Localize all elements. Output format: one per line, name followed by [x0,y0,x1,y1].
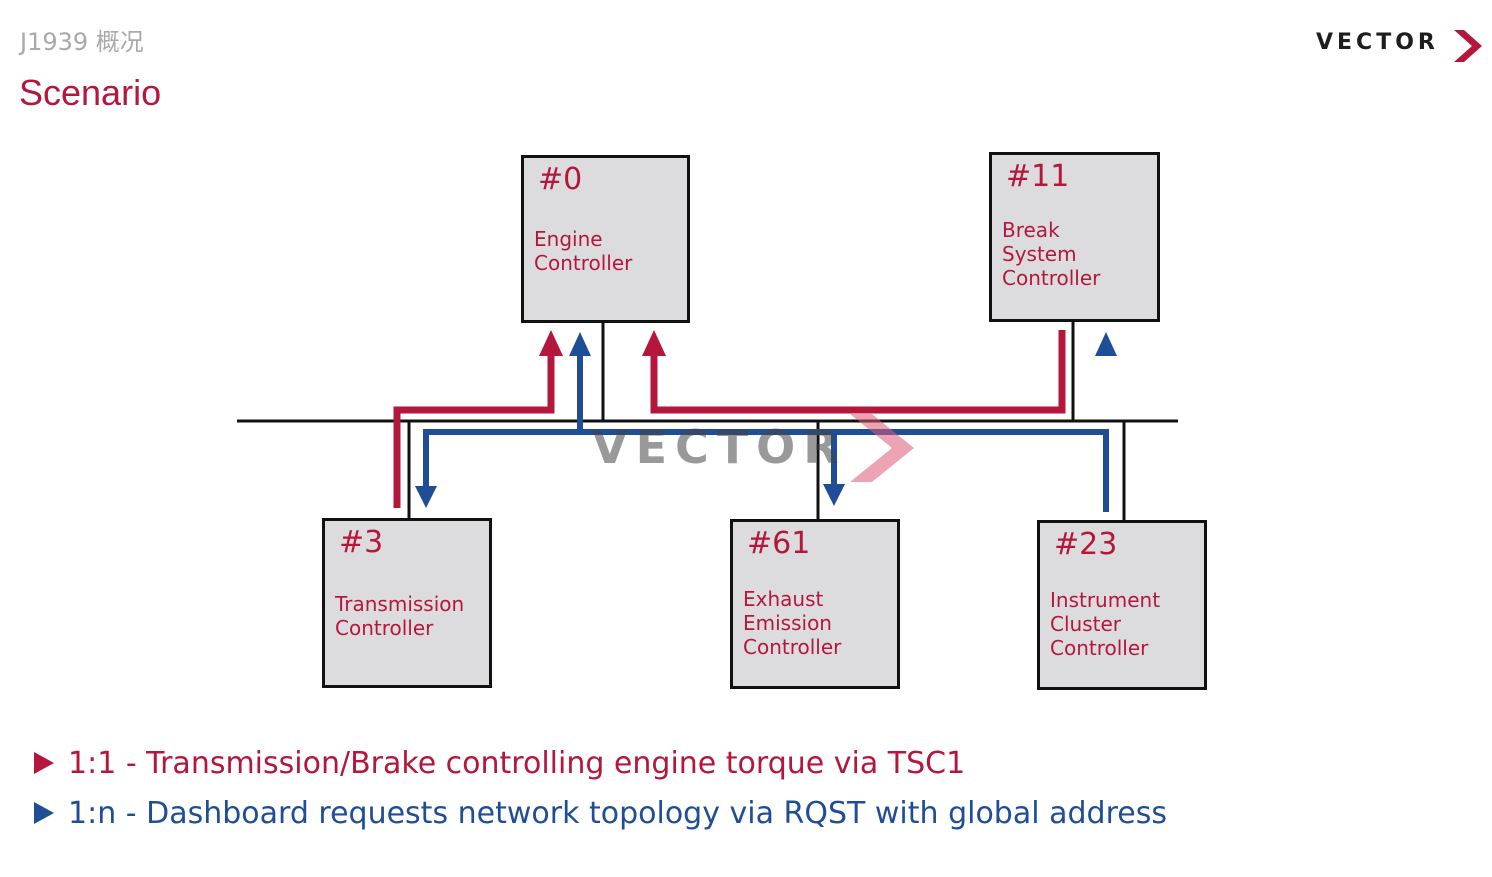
triangle-bullet-icon [34,752,54,774]
blue-path-request [423,429,1109,512]
node-transmission-controller: #3 Transmission Controller [322,518,492,688]
blue-arrowhead-transmission [415,486,437,508]
bullet-list: 1:1 - Transmission/Brake controlling eng… [34,738,1167,838]
blue-arrowhead-exhaust [823,484,845,506]
node-instrument-cluster-controller: #23 Instrument Cluster Controller [1037,520,1207,690]
node-address: #0 [538,162,583,197]
red-path-brake-to-engine [650,330,1066,414]
bullet-text: 1:1 - Transmission/Brake controlling eng… [68,745,966,781]
node-engine-controller: #0 Engine Controller [521,155,690,323]
blue-arrowhead-brake [1095,332,1117,356]
bullet-item-1to1: 1:1 - Transmission/Brake controlling eng… [34,738,1167,788]
node-address: #61 [747,526,811,561]
node-label: Break System Controller [1002,218,1101,290]
node-exhaust-emission-controller: #61 Exhaust Emission Controller [730,519,900,689]
node-brake-system-controller: #11 Break System Controller [989,152,1160,322]
page-title: Scenario [19,72,162,113]
node-address: #11 [1006,159,1070,194]
watermark-logo-text: VECTOR [592,420,847,474]
red-arrowhead-engine-left [539,330,563,356]
red-path-transmission-to-engine [393,352,555,508]
node-label: Instrument Cluster Controller [1050,588,1161,660]
triangle-bullet-icon [34,802,54,824]
node-label: Exhaust Emission Controller [743,587,842,659]
node-address: #3 [339,525,384,560]
watermark-chevron-icon [850,414,914,482]
logo-chevron-icon [1454,30,1482,62]
logo-text: VECTOR [1316,30,1439,55]
vector-logo: VECTOR [1316,26,1492,66]
bullet-text: 1:n - Dashboard requests network topolog… [68,795,1167,831]
bullet-item-1ton: 1:n - Dashboard requests network topolog… [34,788,1167,838]
blue-arrowhead-engine [569,332,591,356]
node-address: #23 [1054,527,1118,562]
node-label: Engine Controller [534,227,633,275]
node-label: Transmission Controller [335,592,465,640]
red-arrowhead-engine-right [642,330,666,356]
breadcrumb: J1939 概况 [20,28,144,56]
